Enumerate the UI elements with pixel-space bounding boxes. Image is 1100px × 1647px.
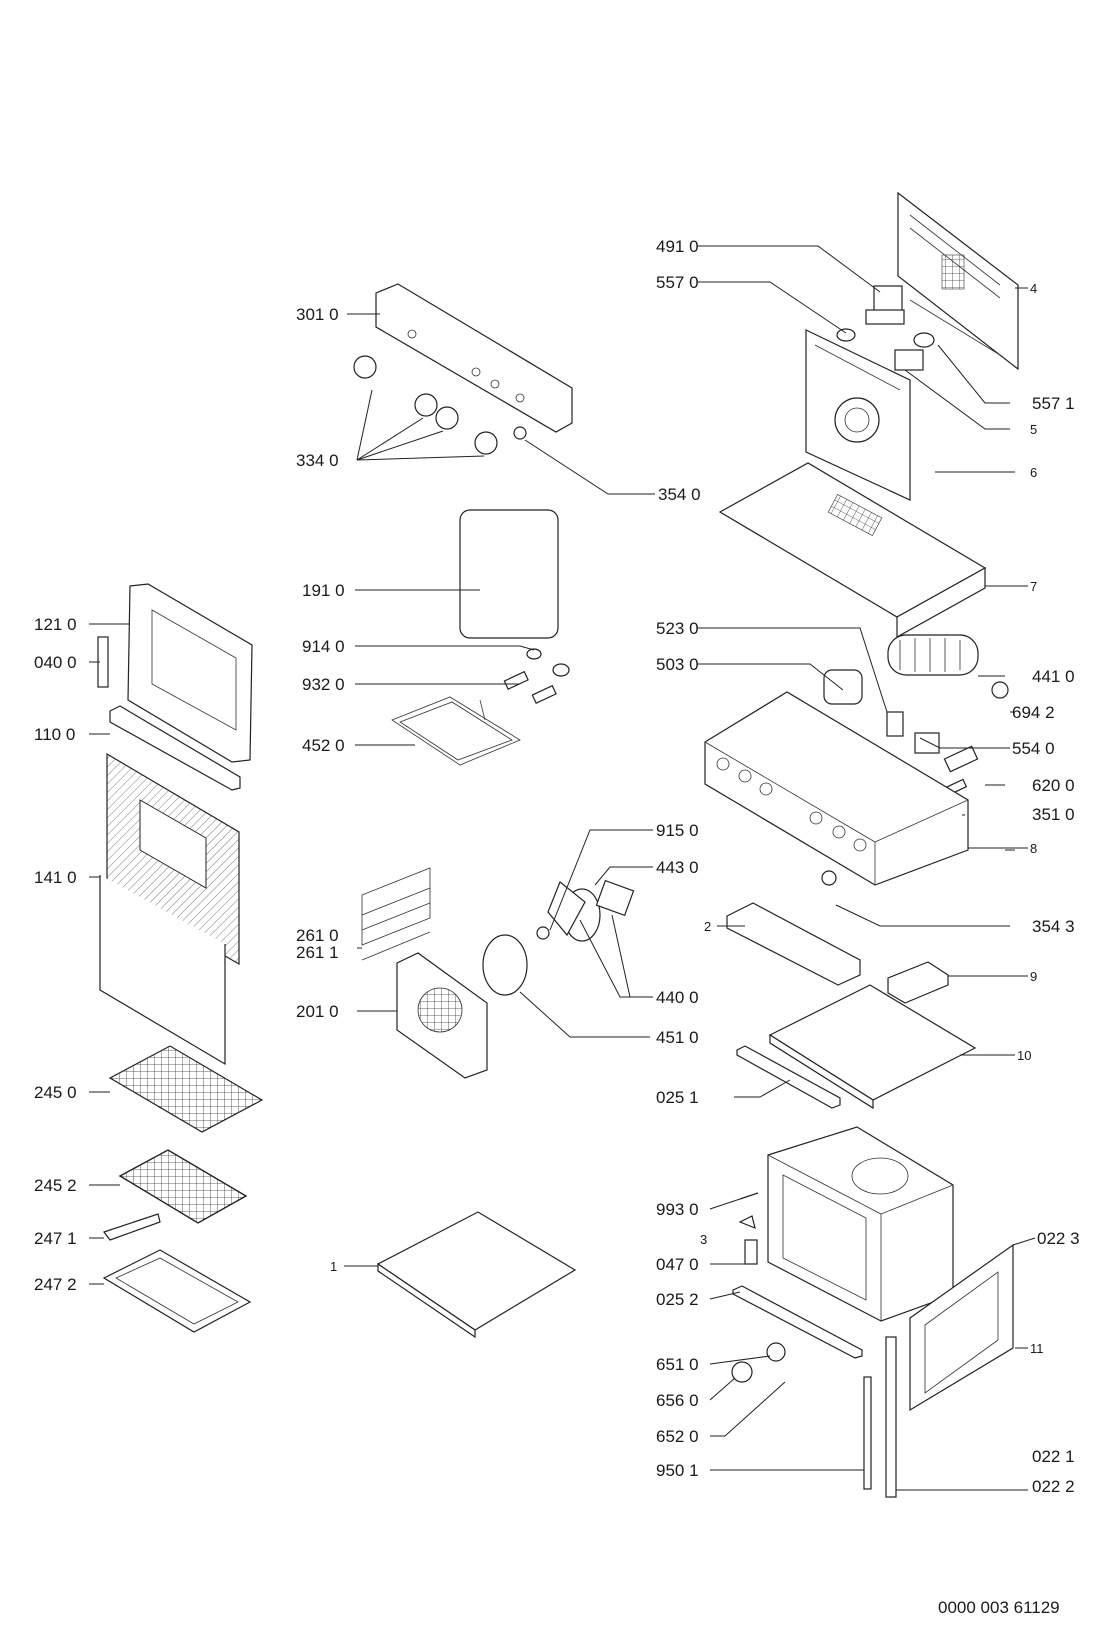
callout-247-2: 247 2: [34, 1275, 77, 1294]
callout-025-2: 025 2: [656, 1290, 699, 1309]
callout-557-1: 557 1: [1032, 394, 1075, 413]
callout-4: 4: [1030, 281, 1037, 296]
part-bottom-panel: [376, 1211, 577, 1339]
part-lamp-assembly: [731, 1342, 786, 1383]
part-rack-245-0: [108, 1045, 264, 1133]
callout-110-0: 110 0: [34, 725, 75, 744]
callout-3: 3: [700, 1232, 707, 1247]
callout-491-0: 491 0: [656, 237, 699, 256]
callout-354-0: 354 0: [658, 485, 701, 504]
part-knobs: [353, 355, 527, 455]
part-top-cover: [718, 462, 987, 639]
part-back-panel: [897, 191, 1019, 371]
part-door-seal: [459, 509, 559, 639]
callout-993-0: 993 0: [656, 1200, 699, 1219]
part-oven-cavity: [767, 1126, 954, 1322]
callout-950-1: 950 1: [656, 1461, 699, 1480]
callout-523-0: 523 0: [656, 619, 699, 638]
part-control-panel: [375, 283, 573, 433]
part-fan-assembly: [536, 879, 635, 942]
callout-651-0: 651 0: [656, 1355, 699, 1374]
callout-5: 5: [1030, 422, 1037, 437]
callout-557-0: 557 0: [656, 273, 699, 292]
callout-121-0: 121 0: [34, 615, 77, 634]
part-557-1: [894, 332, 935, 371]
part-rack-245-2: [118, 1149, 248, 1224]
part-fan-plate: [805, 329, 911, 501]
callout-247-1: 247 1: [34, 1229, 77, 1248]
callout-914-0: 914 0: [302, 637, 345, 656]
callout-6: 6: [1030, 465, 1037, 480]
part-rail-025-1: [736, 1045, 841, 1109]
callout-11: 11: [1030, 1341, 1044, 1356]
part-cover-9: [887, 961, 949, 1004]
part-fan-cover: [396, 952, 488, 1079]
callout-labels: 491 0 557 0 4 557 1 5 6 7 301 0 334 0 35…: [34, 237, 1080, 1496]
callout-554-0: 554 0: [1012, 739, 1055, 758]
leader-lines: [89, 245, 1036, 1491]
callout-022-3: 022 3: [1037, 1229, 1080, 1248]
callout-656-0: 656 0: [656, 1391, 699, 1410]
callout-022-1: 022 1: [1032, 1447, 1075, 1466]
callout-9: 9: [1030, 969, 1037, 984]
callout-334-0: 334 0: [296, 451, 339, 470]
callout-652-0: 652 0: [656, 1427, 699, 1446]
part-control-box: [704, 691, 969, 886]
callout-443-0: 443 0: [656, 858, 699, 877]
part-fan-ring: [482, 934, 528, 996]
callout-503-0: 503 0: [656, 655, 699, 674]
part-grill-element: [391, 696, 521, 766]
callout-620-0: 620 0: [1032, 776, 1075, 795]
part-503-0: [823, 669, 863, 705]
part-door-strip: [109, 705, 241, 791]
callout-8: 8: [1030, 841, 1037, 856]
callout-452-0: 452 0: [302, 736, 345, 755]
part-tray-247-2: [102, 1249, 252, 1333]
part-914-932: [503, 648, 570, 704]
callout-191-0: 191 0: [302, 581, 345, 600]
part-door-glass: [106, 752, 240, 966]
part-557-0: [836, 328, 856, 342]
callout-245-0: 245 0: [34, 1083, 77, 1102]
callout-022-2: 022 2: [1032, 1477, 1075, 1496]
callout-441-0: 441 0: [1032, 667, 1075, 686]
callout-451-0: 451 0: [656, 1028, 699, 1047]
part-694-2: [991, 681, 1009, 699]
callout-694-2: 694 2: [1012, 703, 1055, 722]
callout-025-1: 025 1: [656, 1088, 699, 1107]
part-tangential-fan: [887, 634, 979, 676]
part-inner-glass: [99, 875, 226, 1066]
callout-932-0: 932 0: [302, 675, 345, 694]
callout-261-0: 261 0: [296, 926, 339, 945]
callout-351-0: 351 0: [1032, 805, 1075, 824]
part-bracket-2: [726, 902, 861, 986]
callout-1: 1: [330, 1259, 337, 1274]
part-door-inner: [909, 1243, 1014, 1412]
callout-141-0: 141 0: [34, 868, 77, 887]
part-491-0: [865, 285, 905, 325]
callout-10: 10: [1017, 1048, 1031, 1063]
part-base-plate: [768, 984, 977, 1110]
part-handle-247-1: [103, 1213, 161, 1241]
callout-047-0: 047 0: [656, 1255, 699, 1274]
callout-301-0: 301 0: [296, 305, 339, 324]
part-door-frame: [127, 583, 253, 763]
document-number: 0000 003 61129: [938, 1598, 1060, 1617]
part-354-3: [821, 870, 837, 886]
callout-261-1: 261 1: [296, 943, 339, 962]
callout-915-0: 915 0: [656, 821, 699, 840]
callout-440-0: 440 0: [656, 988, 699, 1007]
callout-7: 7: [1030, 579, 1037, 594]
callout-201-0: 201 0: [296, 1002, 339, 1021]
callout-245-2: 245 2: [34, 1176, 77, 1195]
part-side-racks: [361, 867, 431, 961]
part-side-rails: [863, 1336, 897, 1498]
callout-354-3: 354 3: [1032, 917, 1075, 936]
callout-2: 2: [704, 919, 711, 934]
callout-040-0: 040 0: [34, 653, 77, 672]
